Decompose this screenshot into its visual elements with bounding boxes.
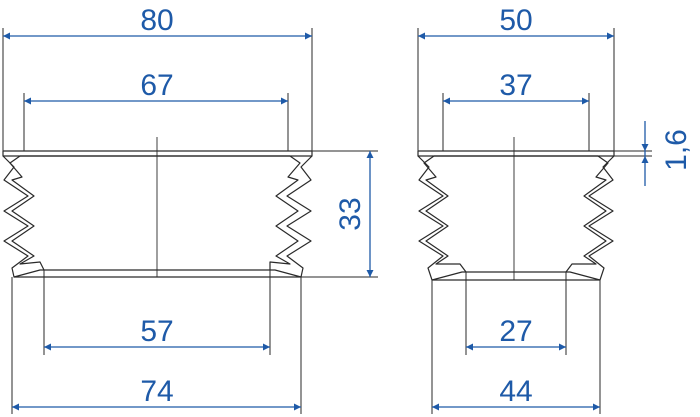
bellows-right-wall-left-outer (417, 155, 466, 281)
dim-text-inner-top-width: 37 (499, 69, 532, 102)
dim-text-overall-top-width: 50 (499, 4, 532, 37)
dim-text-overall-top-width: 80 (140, 4, 173, 37)
dim-text-overall-bottom-width: 44 (499, 375, 532, 408)
dim-text-inner-top-width: 67 (140, 69, 173, 102)
dim-text-height: 33 (334, 197, 367, 230)
bellows-left-wall-right-outer (270, 155, 313, 278)
bellows-right: 50 37 27 44 1,6 (417, 4, 693, 414)
bellows-right-wall-right-outer (566, 155, 615, 281)
dim-text-inner-bottom-width: 57 (140, 315, 173, 348)
bellows-right-wall-right-inner (565, 155, 609, 273)
dim-text-overall-bottom-width: 74 (140, 375, 173, 408)
dim-text-inner-bottom-width: 27 (499, 315, 532, 348)
bellows-left-wall-left-outer (2, 155, 44, 278)
bellows-right-top-lip (417, 150, 615, 157)
dim-text-lip-thickness: 1,6 (660, 129, 693, 171)
bellows-left-top-lip (2, 150, 313, 157)
bellows-left-wall-left-inner (9, 155, 45, 271)
bellows-left: 80 67 57 74 33 (2, 4, 378, 414)
bellows-left-wall-right-inner (269, 155, 301, 270)
bellows-right-wall-left-inner (423, 155, 467, 273)
